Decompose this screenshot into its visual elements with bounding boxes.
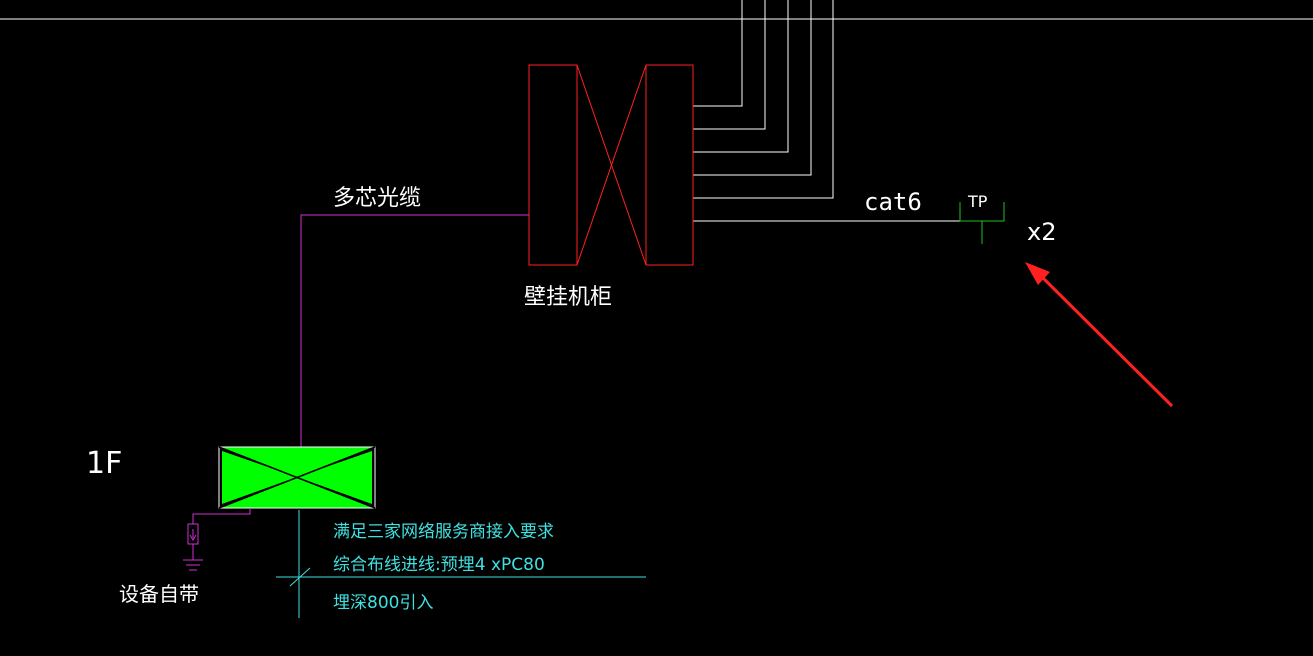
conduit-entry — [276, 510, 646, 618]
wall-cabinet-label: 壁挂机柜 — [524, 285, 612, 310]
tp-outlet-symbol — [959, 202, 1005, 244]
multiplier-label: x2 — [1027, 218, 1056, 246]
wall-cabinet-symbol — [528, 64, 694, 266]
note-line-2: 综合布线进线:预埋4 xPC80 — [333, 555, 545, 575]
device-own-label: 设备自带 — [119, 582, 199, 606]
floor-label: 1F — [86, 446, 122, 481]
riser-cables — [693, 0, 834, 199]
red-arrow-annotation — [1025, 262, 1174, 408]
note-line-3: 埋深800引入 — [333, 593, 433, 613]
cable-type-label: cat6 — [864, 188, 922, 216]
ground-symbol — [183, 508, 251, 571]
distribution-frame-symbol — [218, 446, 376, 509]
note-line-1: 满足三家网络服务商接入要求 — [333, 522, 554, 542]
fiber-cable-label: 多芯光缆 — [333, 186, 421, 211]
fiber-cable-line — [300, 214, 529, 447]
tp-label: TP — [967, 192, 988, 211]
